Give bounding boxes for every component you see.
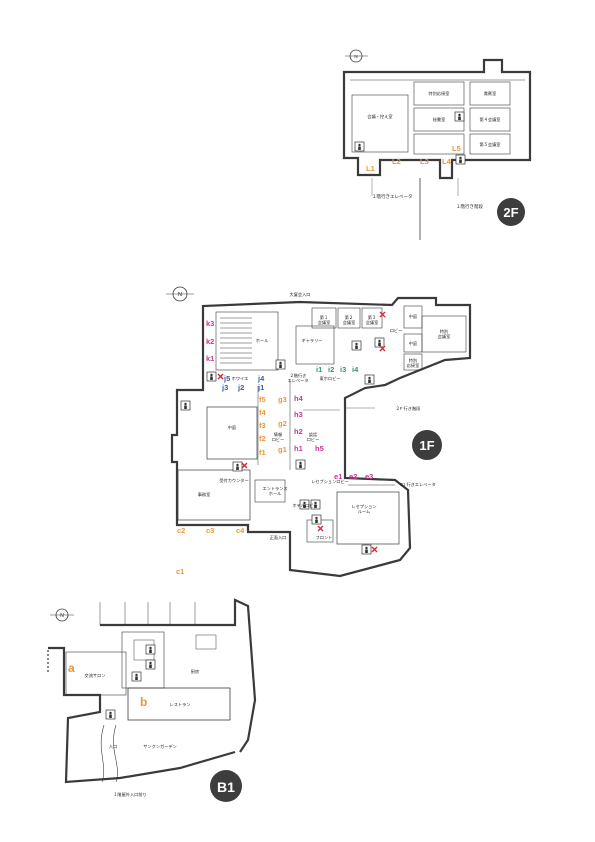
room-label: 貴賓室 (484, 90, 497, 97)
badge-text-b1: B1 (217, 779, 235, 795)
room-label: ロビー (390, 327, 403, 333)
room-label: ホール (256, 338, 269, 343)
room-label: 会議・控え室 (367, 113, 392, 120)
marker-c3: c3 (206, 526, 214, 535)
room-label: ２階行きエレベータ (288, 372, 309, 384)
badge-text-2f: 2F (503, 205, 518, 220)
marker-j2: j2 (237, 383, 244, 392)
north-label: N (178, 292, 182, 298)
marker-l4: L4 (442, 157, 452, 166)
marker-l5: L5 (452, 144, 461, 153)
marker-e3: e3 (365, 472, 373, 481)
room-label: 第１会議室 (318, 314, 331, 326)
marker-e1: e1 (334, 472, 342, 481)
markers-k: k3 k2 k1 (206, 319, 214, 363)
marker-j5: j5 (223, 374, 230, 383)
marker-g2: g2 (278, 419, 287, 428)
room-label: １階屋外入口前り (113, 791, 147, 798)
markers-f: f5 f4 f3 f2 f1 g3 g2 g1 (259, 395, 287, 457)
marker-h5: h5 (315, 444, 324, 453)
room-label: 情報ロビー (272, 431, 285, 442)
room-label: 第５会議室 (480, 141, 501, 148)
room-label: サンクンガーデン (143, 743, 177, 750)
room-label: レセプションルーム (351, 504, 376, 514)
room-label: 第４会議室 (480, 116, 501, 123)
floor-1f (166, 286, 472, 578)
room-label: フロント (316, 535, 333, 540)
markers-i: i1 i2 i3 i4 (316, 365, 359, 374)
room-label: 正面入口 (270, 535, 287, 541)
room-label: ホワイエ (232, 376, 249, 381)
marker-f3: f3 (259, 421, 266, 430)
marker-j1: j1 (257, 383, 264, 392)
room-label: ギャラリー (302, 338, 323, 344)
floor-badge-2f (497, 198, 525, 226)
badge-text-1f: 1F (419, 438, 434, 453)
room-label: 大宴会入口 (290, 291, 311, 298)
marker-g3: g3 (278, 395, 287, 404)
room-label: 厨房 (191, 668, 199, 675)
room-label: 東ホロビー (320, 375, 341, 382)
marker-c1: c1 (176, 567, 184, 576)
north-label: N (60, 613, 64, 619)
marker-j4: j4 (257, 374, 265, 383)
room-label: 受付カウンター (219, 477, 248, 484)
room-label: ２F 行き階段 (396, 405, 421, 412)
marker-k3: k3 (206, 319, 214, 328)
room-label: 特別応接室 (407, 357, 420, 369)
room-label: 談話ロビー (307, 431, 320, 442)
marker-f1: f1 (259, 448, 266, 457)
markers-c: c2 c3 c4 c1 (176, 526, 245, 576)
marker-c2: c2 (177, 526, 185, 535)
floor-badge-1f (412, 430, 442, 460)
note-stairs: １階行き階段 (456, 203, 483, 210)
marker-h3: h3 (294, 410, 303, 419)
room-label: 中庭 (228, 424, 237, 431)
marker-i4: i4 (352, 365, 359, 374)
room-label: レストラン (170, 702, 191, 708)
marker-h4: h4 (294, 394, 304, 403)
marker-i3: i3 (340, 365, 346, 374)
marker-g1: g1 (278, 445, 287, 454)
room-label: 入口 (109, 744, 117, 749)
room-label: 秘書室 (433, 116, 446, 123)
marker-j3: j3 (221, 383, 228, 392)
marker-k1: k1 (206, 354, 214, 363)
marker-c4: c4 (236, 526, 245, 535)
room-label: 特別会議室 (438, 328, 451, 340)
marker-f5: f5 (259, 395, 266, 404)
room-label: 中庭 (409, 340, 418, 347)
marker-f2: f2 (259, 434, 266, 443)
marker-l3: L3 (420, 157, 429, 166)
room-label: 交流サロン (85, 672, 106, 679)
room-label: 第３会議室 (366, 314, 379, 326)
room-label: B1 行きエレベータ (400, 481, 436, 488)
marker-a: a (68, 661, 75, 675)
floor-b1 (47, 598, 257, 784)
room-label: 第２会議室 (343, 314, 356, 326)
floor-2f (342, 49, 532, 240)
floor-badge-b1 (210, 770, 242, 802)
marker-i1: i1 (316, 365, 322, 374)
room-label: ホテルロビー (292, 502, 317, 509)
north-label: N (354, 54, 357, 59)
note-elevator: １階行きエレベータ (372, 193, 413, 200)
marker-l2: L2 (392, 157, 401, 166)
marker-f4: f4 (259, 408, 266, 417)
marker-i2: i2 (328, 365, 334, 374)
marker-e2: e2 (349, 472, 357, 481)
marker-k2: k2 (206, 337, 214, 346)
room-label: 事務室 (198, 491, 211, 498)
marker-b: b (140, 695, 147, 709)
marker-l1: L1 (366, 164, 375, 173)
markers-h: h4 h3 h2 h1 h5 e1 e2 e3 (294, 394, 373, 481)
marker-h2: h2 (294, 427, 303, 436)
markers-j: j5 j4 j3 j2 j1 (221, 374, 265, 392)
room-label: エントランスホール (262, 486, 287, 496)
room-label: レセプションロビー (311, 478, 349, 485)
marker-h1: h1 (294, 444, 303, 453)
room-label: 特別応接室 (429, 90, 450, 97)
room-label: 中庭 (409, 313, 418, 320)
